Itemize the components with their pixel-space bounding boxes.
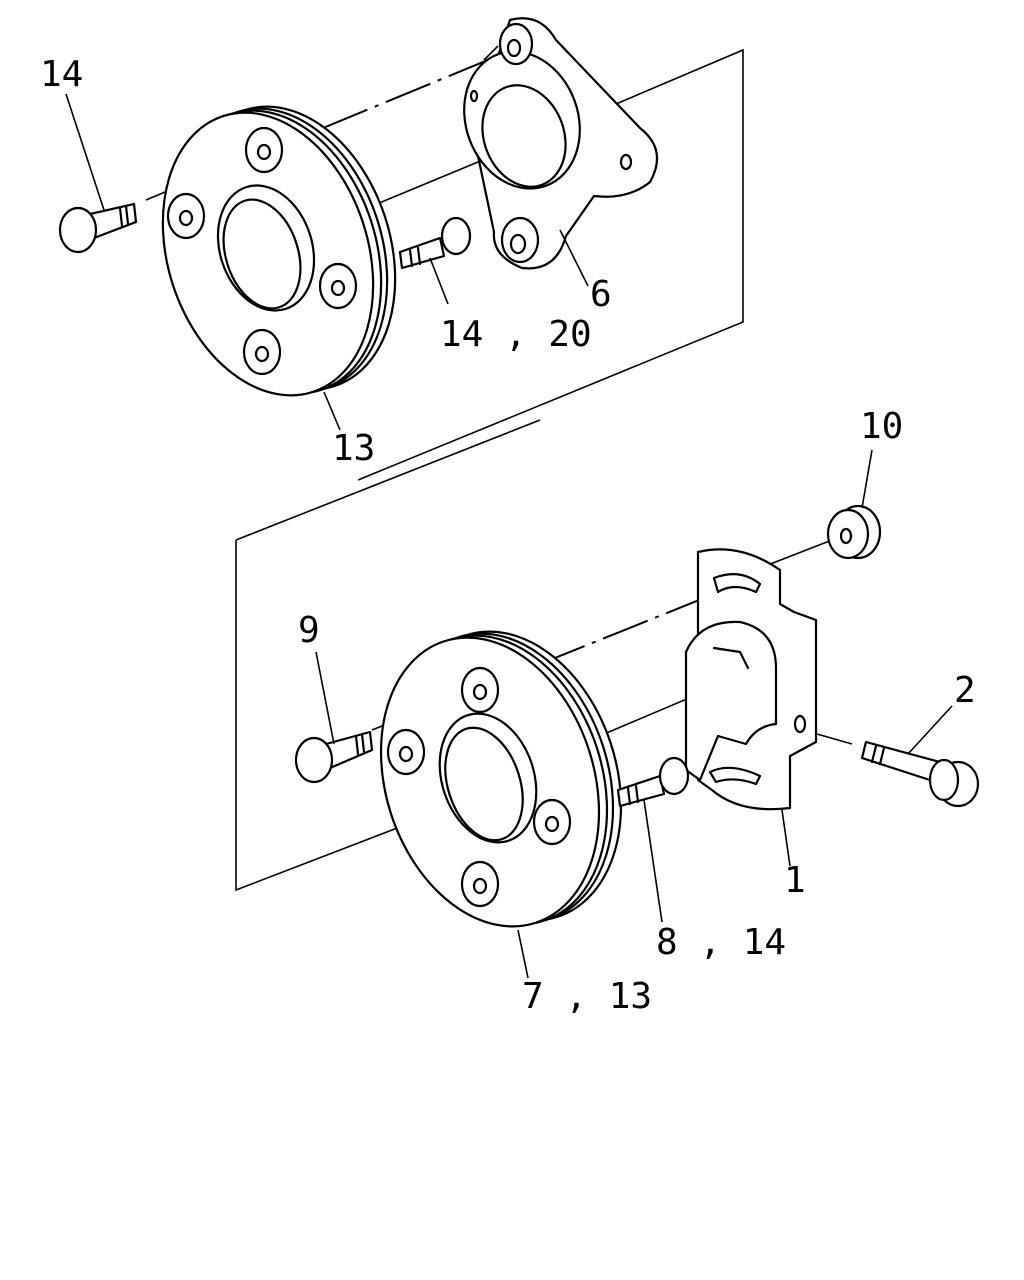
bottom-frame — [235, 540, 471, 892]
leader-1 — [781, 809, 791, 867]
callout-2: 2 — [954, 670, 976, 711]
centerline — [322, 54, 501, 129]
leader-13 — [323, 391, 341, 431]
leader-7 — [483, 45, 499, 61]
disc-center-hole — [438, 712, 538, 844]
leader-10 — [861, 449, 873, 509]
top-bolt — [58, 202, 138, 254]
leader-7-13 — [517, 929, 529, 979]
leader-9 — [315, 651, 335, 745]
bottom-assembly — [235, 419, 980, 979]
disc-center-hole — [216, 184, 316, 312]
callout-14-top-bolt: 14 — [40, 54, 83, 95]
bracket — [684, 548, 818, 811]
callout-9: 9 — [298, 610, 320, 651]
bottom-disc — [379, 630, 623, 928]
callout-14-20: 14 , 20 — [440, 314, 592, 355]
washer — [826, 504, 882, 560]
side-bolt — [860, 740, 980, 808]
bottom-bolt — [294, 730, 374, 784]
callout-7-13: 7 , 13 — [522, 976, 652, 1017]
callout-1: 1 — [784, 860, 806, 901]
leader-2 — [907, 705, 953, 755]
top-frame — [357, 48, 744, 481]
top-screw — [398, 216, 472, 270]
top-assembly — [58, 17, 744, 481]
top-disc — [161, 105, 397, 397]
callout-10: 10 — [860, 406, 903, 447]
callout-13-top-disc: 13 — [332, 428, 375, 469]
leader-14 — [65, 93, 105, 211]
callout-6: 6 — [590, 274, 612, 315]
top-flange-bracket — [463, 17, 659, 270]
washer-axis-line — [759, 539, 833, 569]
leader-6 — [559, 229, 589, 287]
leader-14-20 — [429, 257, 449, 305]
leader-8-14 — [643, 799, 663, 923]
bottom-screw — [616, 756, 690, 808]
callout-8-14: 8 , 14 — [656, 922, 786, 963]
